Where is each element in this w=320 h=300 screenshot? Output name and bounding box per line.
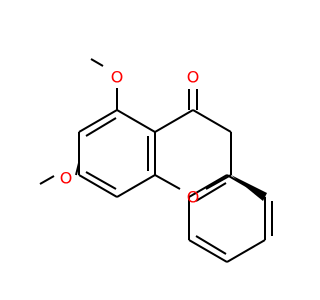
atom-o-ring: O (187, 188, 200, 207)
bond-ph-3-inner (195, 235, 227, 255)
bond-c5-c4a (116, 109, 156, 133)
molecule-diagram: O O O O (39, 58, 273, 263)
bond-methyl-7 (39, 175, 55, 185)
bond-c8-c7 (78, 174, 118, 198)
bond-ph-5 (188, 174, 228, 198)
bond-o1-c2 (205, 174, 232, 190)
bond-c4-c3 (192, 109, 232, 133)
bond-c8a-o1 (154, 174, 181, 190)
bond-methyl-5 (90, 58, 104, 67)
structure-svg: O O O O (39, 58, 273, 263)
atom-o-methoxy-7: O (60, 169, 73, 188)
bond-c8-c7-inner (85, 171, 117, 190)
bond-c6-c5 (78, 109, 118, 133)
atom-o-carbonyl: O (187, 68, 200, 87)
bond-ph-5-inner (195, 182, 227, 202)
bond-ph-3 (188, 239, 228, 263)
bond-c8a-c8 (116, 174, 156, 198)
bond-ph-6 (226, 174, 266, 198)
bond-ph-2 (226, 239, 266, 263)
bond-c4a-c4 (154, 109, 194, 133)
bond-c6-c5-inner (85, 117, 117, 137)
atom-o-methoxy-5: O (111, 68, 124, 87)
